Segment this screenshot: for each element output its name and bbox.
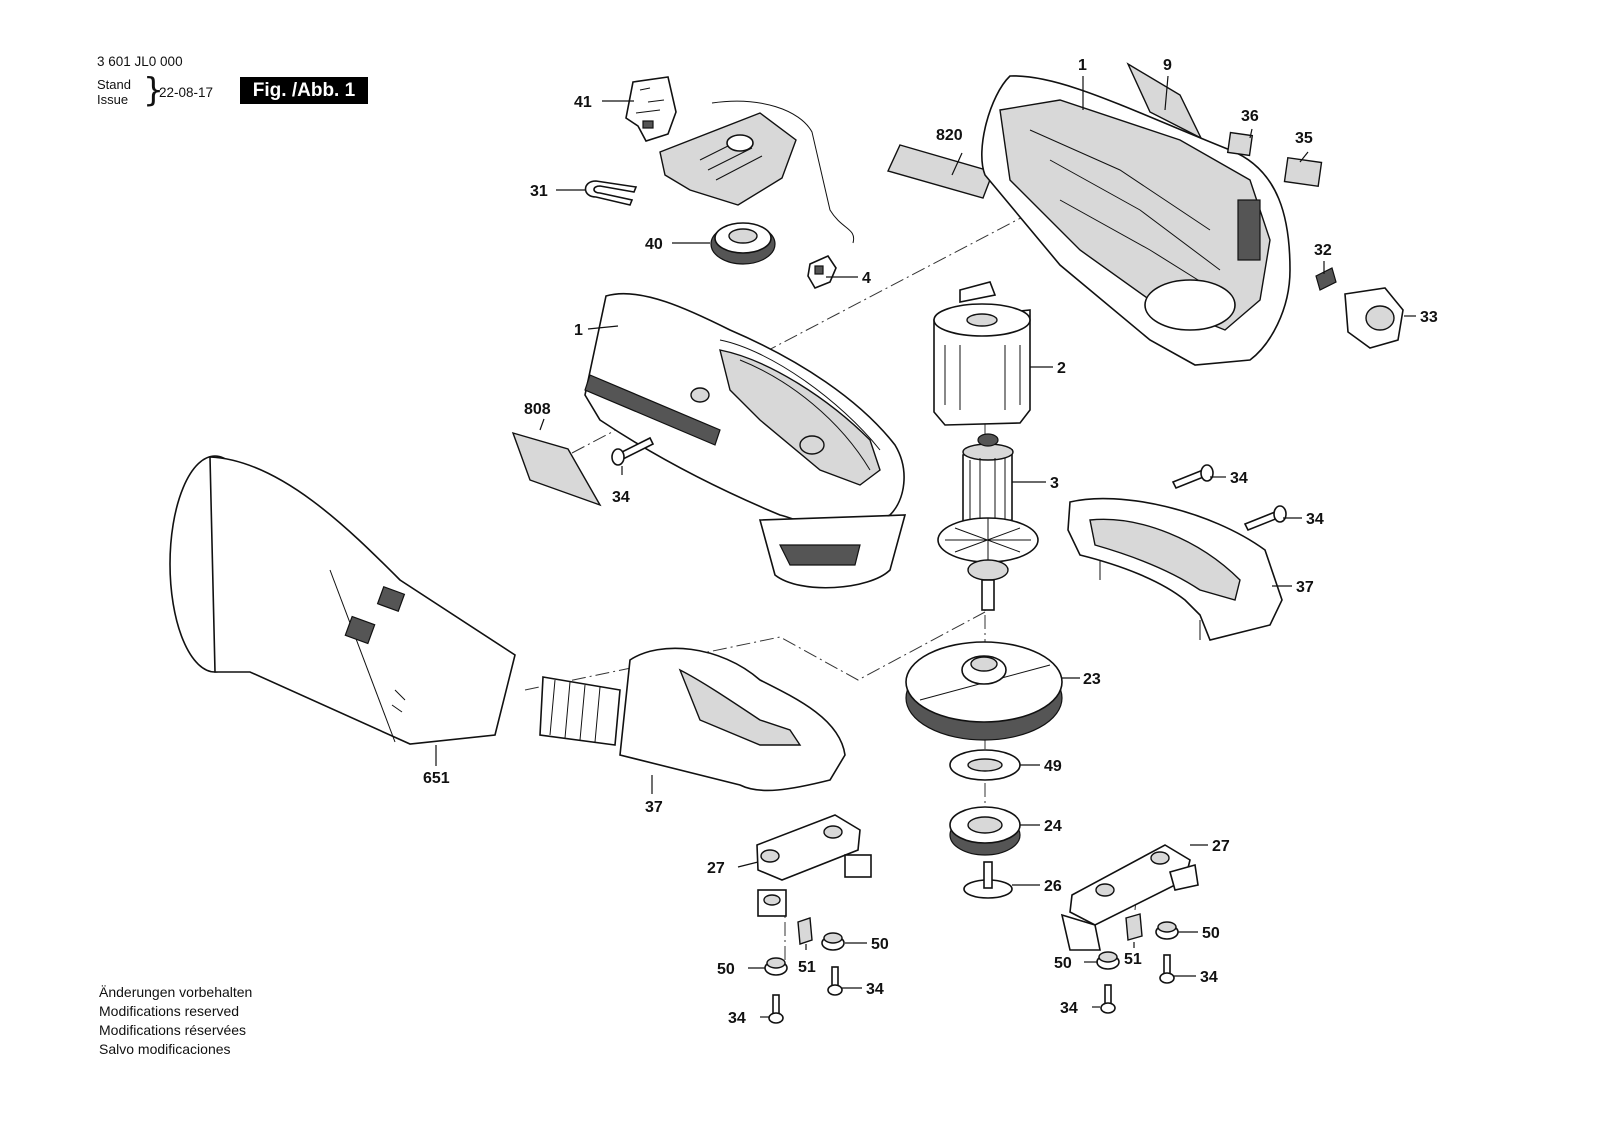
callout-31: 31 [530,183,548,200]
callout-1-mid: 1 [574,322,583,339]
callout-26: 26 [1044,878,1062,895]
callout-32: 32 [1314,242,1332,259]
part-50-nut-c [1155,921,1179,940]
document-number: 3 601 JL0 000 [97,54,183,69]
screw-34-left [611,436,655,466]
part-32-spring [1315,267,1337,291]
stand-label: Stand [97,77,131,92]
part-23-fan-disc [905,641,1063,741]
electronics-board [659,100,855,244]
screw-34-bottom-b [768,994,784,1024]
callout-51-a: 51 [798,959,816,976]
part-1-housing-half-main [584,292,905,532]
part-50-nut-d [1096,951,1120,970]
part-27-bracket-left [756,814,872,917]
callout-35: 35 [1295,130,1313,147]
callout-40: 40 [645,236,663,253]
screw-34-bottom-c [1159,954,1175,984]
part-number-callouts: 41 31 40 4 820 1 9 36 35 32 33 1 2 808 3… [423,57,1438,1027]
part-808-label [511,431,602,507]
part-41-switch [625,76,677,142]
callout-37-right: 37 [1296,579,1314,596]
callout-34-e: 34 [728,1010,746,1027]
part-51-clip-left [797,917,813,945]
callout-36: 36 [1241,108,1259,125]
part-50-nut-a [821,932,845,951]
callout-34-g: 34 [1060,1000,1078,1017]
part-3-armature [937,433,1039,611]
part-31-clip [584,180,638,206]
part-49-washer [949,749,1021,781]
figure-label: Fig. /Abb. 1 [240,77,368,104]
callout-34-b: 34 [1230,470,1248,487]
part-50-nut-b [764,957,788,976]
part-4-switch [807,254,837,289]
part-24-bearing [949,806,1021,856]
callout-34-c: 34 [1306,511,1324,528]
callout-34-d: 34 [866,981,884,998]
callout-9: 9 [1163,57,1172,74]
issue-date: 22-08-17 [159,85,214,100]
callout-1-top: 1 [1078,57,1087,74]
part-37-dust-adapter [539,647,846,792]
part-9-label [1126,62,1203,140]
callout-51-b: 51 [1124,951,1142,968]
callout-27-right: 27 [1212,838,1230,855]
callout-651: 651 [423,770,450,787]
part-37-guard-right [1067,497,1283,641]
callout-49: 49 [1044,758,1062,775]
callout-34-f: 34 [1200,969,1218,986]
callout-24: 24 [1044,818,1062,835]
callout-34-a: 34 [612,489,630,506]
callout-808: 808 [524,401,551,418]
part-40-knob [710,222,776,265]
callout-23: 23 [1083,671,1101,688]
callout-50-d: 50 [1054,955,1072,972]
note-es: Salvo modificaciones [99,1041,231,1057]
callout-2: 2 [1057,360,1066,377]
note-en: Modifications reserved [99,1003,240,1019]
part-1-housing-half-top [981,75,1291,366]
note-fr: Modifications réservées [99,1022,247,1038]
part-51-clip-right [1125,913,1143,941]
screw-34-guard-right [1243,505,1287,532]
part-35-label [1283,156,1323,188]
screw-34-bottom-d [1100,984,1116,1014]
callout-4: 4 [862,270,871,287]
screw-34-guard-top [1171,464,1214,490]
callout-37-bottom: 37 [645,799,663,816]
callout-820: 820 [936,127,963,144]
note-de: Änderungen vorbehalten [99,984,253,1000]
modification-notes: Änderungen vorbehalten Modifications res… [99,983,252,1059]
callout-3: 3 [1050,475,1059,492]
callout-leader-lines [435,75,1416,1018]
screw-34-bottom-a [827,966,843,996]
callout-33: 33 [1420,309,1438,326]
callout-41: 41 [574,94,592,111]
callout-27-left: 27 [707,860,725,877]
callout-50-c: 50 [1202,925,1220,942]
part-2-stator [933,281,1031,426]
part-36-label [1226,131,1254,157]
issue-label: Issue [97,92,129,107]
part-820-label [887,144,994,199]
part-33-end-cap [1344,287,1404,349]
callout-50-b: 50 [717,961,735,978]
callout-50-a: 50 [871,936,889,953]
part-26-pin [963,861,1013,899]
part-651-dust-container [169,455,516,745]
part-27-bracket-right [1060,844,1199,951]
brace-symbol: } [143,70,164,109]
gear-head-housing [758,514,907,589]
